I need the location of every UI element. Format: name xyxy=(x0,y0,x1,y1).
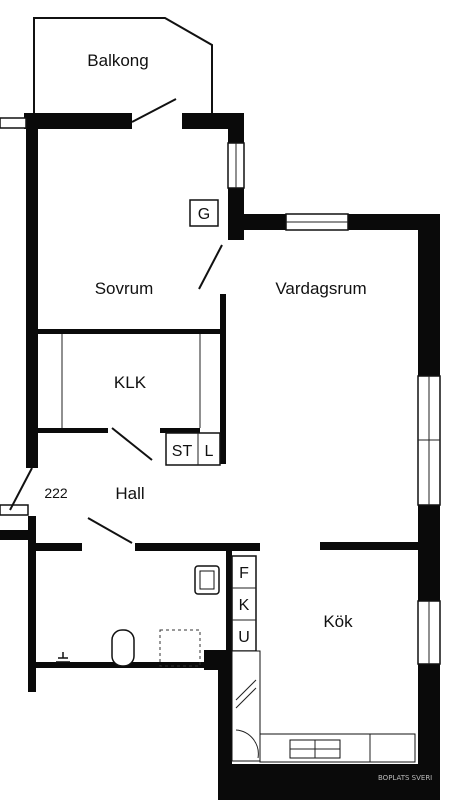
g-label: G xyxy=(198,206,210,223)
room-label-vardagsrum: Vardagsrum xyxy=(275,279,366,298)
doors xyxy=(9,98,223,544)
room-label-sovrum: Sovrum xyxy=(95,279,154,298)
closet-lines xyxy=(61,334,201,428)
u-label: U xyxy=(238,629,250,646)
windows xyxy=(0,117,441,665)
g-box: G xyxy=(189,199,219,227)
room-label-kok: Kök xyxy=(323,612,353,631)
kitchen-cabinets: F K U xyxy=(231,555,416,763)
st-label: ST xyxy=(172,443,193,460)
apartment-number: 222 xyxy=(44,485,68,501)
room-label-klk: KLK xyxy=(114,373,147,392)
room-label-balkong: Balkong xyxy=(87,51,148,70)
walls xyxy=(0,113,440,800)
storage-cabinets: ST L xyxy=(165,432,221,466)
room-label-hall: Hall xyxy=(115,484,144,503)
watermark: BOPLATS SVERI xyxy=(378,774,432,782)
balcony-outline xyxy=(33,17,213,118)
bathroom-fixtures xyxy=(56,565,220,667)
k-label: K xyxy=(239,597,250,614)
l-label: L xyxy=(205,443,214,460)
f-label: F xyxy=(239,565,249,582)
